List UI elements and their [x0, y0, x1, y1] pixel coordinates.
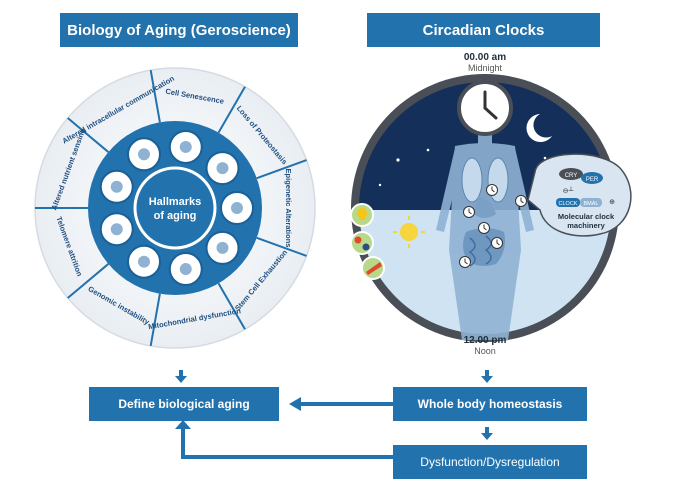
- midnight-marker: 00.00 am Midnight: [440, 52, 530, 73]
- activate-mark: ⊕: [609, 199, 615, 206]
- dysfunction-box: Dysfunction/Dysregulation: [393, 445, 587, 479]
- organ-clock-hands: [483, 224, 487, 231]
- wheel-divider: [67, 263, 109, 299]
- organ-clock-hands: [520, 197, 524, 204]
- organ-clock-hands: [496, 239, 500, 246]
- senescent-cell-icon-glyph: [179, 140, 192, 153]
- circadian-clock: CRY PER ⊖┴ CLOCK BMAL ⊕ Molecular clock …: [350, 74, 632, 342]
- protein-cry-label: CRY: [565, 173, 578, 179]
- molecular-clock-bubble: CRY PER ⊖┴ CLOCK BMAL ⊕ Molecular clock …: [527, 153, 632, 237]
- noon-label: Noon: [474, 346, 496, 356]
- protein-clock: [556, 198, 580, 207]
- define-aging-box: Define biological aging: [89, 387, 279, 421]
- organ-clock-hands: [468, 208, 472, 215]
- protein-per-label: PER: [586, 177, 599, 183]
- wheel-divider: [217, 86, 246, 134]
- sun-icon: [393, 216, 425, 248]
- mitochondrion-icon-glyph: [179, 263, 192, 276]
- star-2: [426, 148, 430, 152]
- protein-bmal: [580, 198, 602, 207]
- protein-bmal-label: BMAL: [584, 201, 599, 207]
- chromatin-icon-glyph: [231, 202, 243, 214]
- inhibit-mark: ⊖┴: [563, 186, 574, 195]
- organ-clock-hands: [464, 258, 468, 265]
- noon-time: 12.00 pm: [463, 335, 507, 346]
- hallmarks-center-line-1: Hallmarks: [149, 196, 202, 208]
- wheel-divider: [217, 282, 246, 330]
- wheel-divider: [256, 159, 307, 180]
- protein-per: [581, 172, 603, 184]
- dna-helix-icon-glyph: [138, 255, 150, 268]
- protein-cry: [559, 168, 583, 180]
- hallmarks-center-line-2: of aging: [154, 210, 197, 222]
- circadian-title: Circadian Clocks: [367, 13, 600, 47]
- midnight-time: 00.00 am: [463, 52, 507, 63]
- wheel-divider: [149, 293, 161, 347]
- hallmark-label: Epigenetic Alterations: [284, 169, 293, 248]
- midnight-label: Midnight: [467, 63, 503, 73]
- star-5: [378, 183, 382, 187]
- cell-icon-glyph: [138, 148, 150, 161]
- exercise-cue-icon: [350, 231, 374, 255]
- internal-organs: [461, 157, 509, 267]
- stem-cell-icon-glyph: [216, 241, 229, 254]
- flow-arrows: [175, 370, 493, 459]
- clock-icon: [457, 80, 513, 136]
- moon-icon: [526, 114, 552, 142]
- star-1: [396, 158, 400, 162]
- wheel-divider: [67, 117, 109, 153]
- wheel-divider: [256, 236, 307, 257]
- homeostasis-box: Whole body homeostasis: [393, 387, 587, 421]
- chromosome-icon-glyph: [110, 223, 123, 236]
- arrow-dysfunction-to-define: [175, 420, 393, 459]
- noon-marker: 12.00 pm Noon: [440, 335, 530, 356]
- light-cue-icon: [350, 203, 374, 227]
- organ-clock-hands: [491, 186, 495, 193]
- arrow-dys-down: [481, 427, 493, 440]
- star-3: [543, 156, 547, 160]
- arrow-left-down: [175, 370, 187, 383]
- food-cue-icon: [361, 256, 385, 280]
- arrow-right-down: [481, 370, 493, 383]
- molecular-title-2: machinery: [567, 221, 605, 230]
- protein-clock-label: CLOCK: [559, 201, 578, 207]
- wheel-divider: [149, 69, 161, 123]
- protein-aggregate-icon-glyph: [216, 162, 229, 175]
- arrow-homeostasis-to-define: [289, 397, 393, 411]
- aging-title: Biology of Aging (Geroscience): [60, 13, 298, 47]
- fork-knife-icon-glyph: [110, 180, 123, 193]
- molecular-title-1: Molecular clock: [558, 212, 615, 221]
